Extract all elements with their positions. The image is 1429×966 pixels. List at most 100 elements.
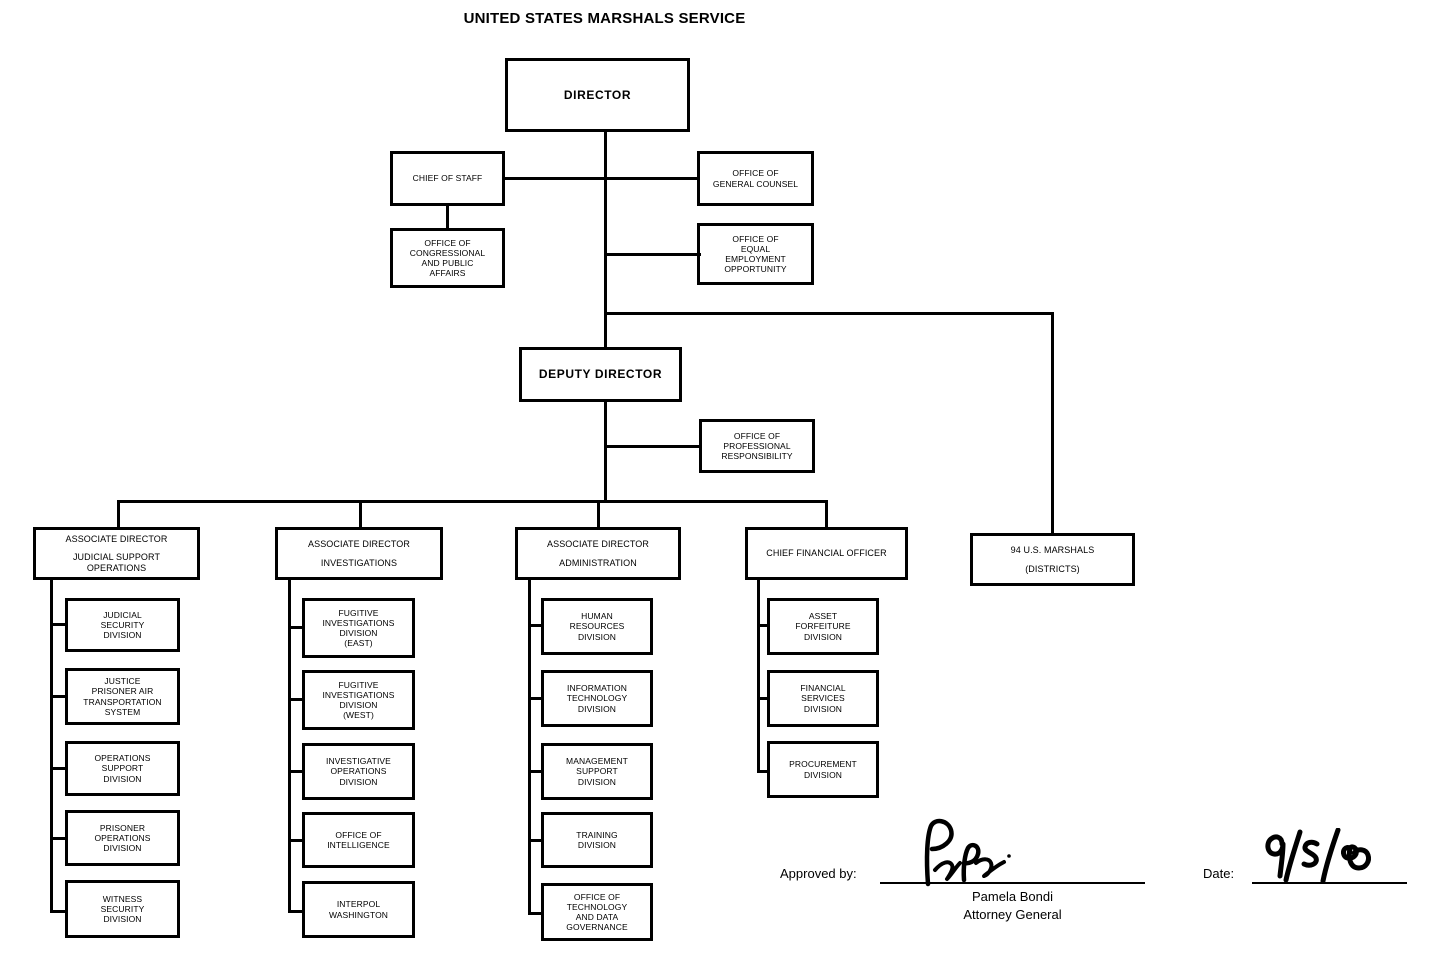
node-director-label: DIRECTOR	[563, 87, 632, 102]
col3-header-line1: CHIEF FINANCIAL OFFICER	[766, 548, 887, 559]
stub-col2-4	[528, 912, 544, 915]
stub-col1-3	[288, 839, 305, 842]
stub-col1-4	[288, 910, 305, 913]
stub-col2-1	[528, 697, 544, 700]
connector-marshals-vertical	[1051, 312, 1054, 535]
connector-drop-col2	[597, 500, 600, 529]
handwritten-date	[1262, 827, 1392, 891]
page-title: UNITED STATES MARSHALS SERVICE	[463, 10, 746, 27]
stub-col0-4	[50, 910, 68, 913]
stub-col1-2	[288, 770, 305, 773]
node-associate-director-investigations[interactable]: ASSOCIATE DIRECTOR INVESTIGATIONS	[275, 527, 443, 580]
signer-block: Pamela Bondi Attorney General	[880, 888, 1145, 923]
stub-col1-0	[288, 626, 305, 629]
stub-col0-1	[50, 695, 68, 698]
stub-col3-2	[757, 770, 770, 773]
node-deputy-director-label: DEPUTY DIRECTOR	[538, 367, 663, 382]
col4-header-line1: 94 U.S. MARSHALS	[1010, 544, 1095, 555]
connector-associate-bus	[117, 500, 826, 503]
connector-chief-of-staff	[505, 177, 607, 180]
approved-by-signature-line	[880, 882, 1145, 884]
connector-trunk-col1	[288, 578, 291, 913]
connector-director-trunk	[604, 132, 607, 347]
col2-header-line2: ADMINISTRATION	[559, 557, 637, 568]
node-associate-director-administration[interactable]: ASSOCIATE DIRECTOR ADMINISTRATION	[515, 527, 681, 580]
node-chief-of-staff-label: CHIEF OF STAFF	[412, 173, 483, 184]
date-label: Date:	[1203, 866, 1235, 881]
connector-trunk-col0	[50, 578, 53, 913]
date-line	[1252, 882, 1407, 884]
stub-col0-3	[50, 837, 68, 840]
node-director[interactable]: DIRECTOR	[505, 58, 690, 132]
connector-professional-responsibility	[604, 445, 701, 448]
stub-col2-2	[528, 770, 544, 773]
node-deputy-director[interactable]: DEPUTY DIRECTOR	[519, 347, 682, 402]
stub-col2-3	[528, 839, 544, 842]
col2-header-line1: ASSOCIATE DIRECTOR	[547, 538, 649, 549]
approved-by-label: Approved by:	[780, 866, 857, 881]
node-chief-financial-officer[interactable]: CHIEF FINANCIAL OFFICER	[745, 527, 908, 580]
connector-chief-to-congressional	[446, 206, 449, 230]
signer-name: Pamela Bondi	[972, 889, 1053, 904]
stub-col3-0	[757, 624, 770, 627]
node-chief-of-staff[interactable]: CHIEF OF STAFF	[390, 151, 505, 206]
signer-title: Attorney General	[963, 906, 1062, 922]
stub-col1-1	[288, 698, 305, 701]
stub-col3-1	[757, 697, 770, 700]
col0-header-line1: ASSOCIATE DIRECTOR	[65, 533, 168, 544]
connector-marshals-horizontal	[604, 312, 1054, 315]
signature-pamela-bondi	[918, 818, 1038, 893]
col1-header-line2: INVESTIGATIONS	[320, 557, 398, 568]
connector-deputy-trunk	[604, 402, 607, 503]
connector-eeo	[604, 253, 701, 256]
connector-general-counsel	[604, 177, 699, 180]
connector-trunk-col2	[528, 578, 531, 915]
node-94-us-marshals[interactable]: 94 U.S. MARSHALS (DISTRICTS)	[970, 533, 1135, 586]
col1-header-line1: ASSOCIATE DIRECTOR	[308, 538, 410, 549]
stub-col2-0	[528, 624, 544, 627]
